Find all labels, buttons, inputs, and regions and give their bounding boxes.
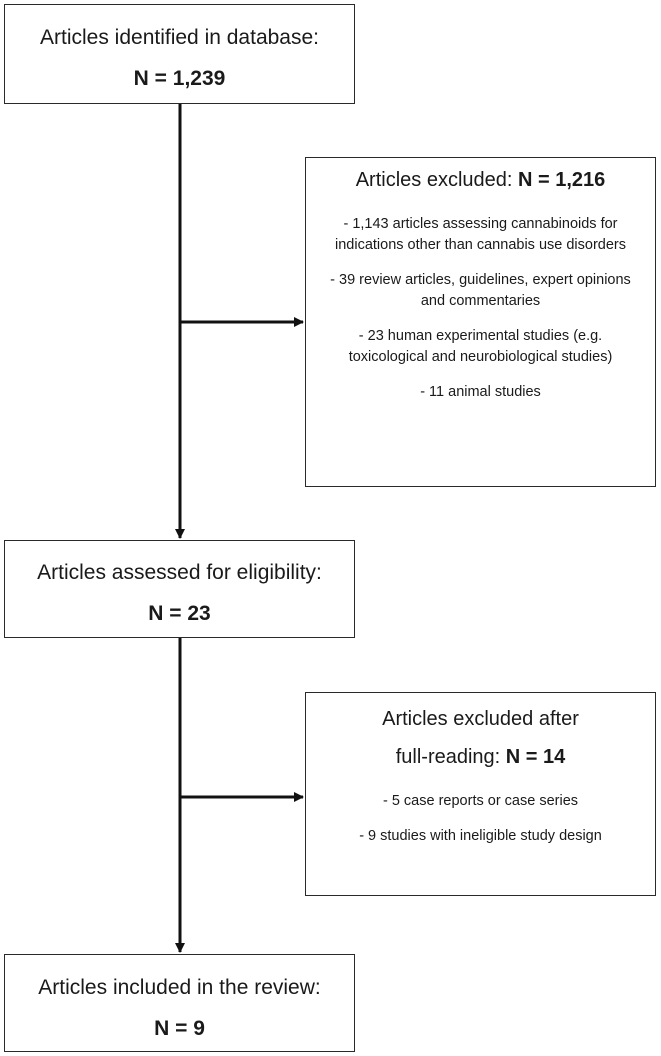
included-title: Articles included in the review: bbox=[38, 976, 321, 999]
excluded-fulltext-label: full-reading: bbox=[395, 746, 506, 768]
excluded-screening-item: - 1,143 articles assessing cannabinoids … bbox=[335, 216, 626, 253]
excluded-screening-item: - 39 review articles, guidelines, expert… bbox=[330, 272, 631, 309]
excluded-fulltext-count: N = 14 bbox=[505, 746, 566, 768]
included-box: Articles included in the review: N = 9 bbox=[4, 954, 355, 1052]
excluded-screening-item: - 23 human experimental studies (e.g. to… bbox=[348, 328, 613, 365]
excluded-screening-title: Articles excluded: N = 1,216 bbox=[318, 168, 643, 192]
eligibility-count: N = 23 bbox=[148, 602, 211, 625]
excluded-fulltext-item: - 5 case reports or case series bbox=[382, 793, 579, 809]
identified-count: N = 1,239 bbox=[133, 67, 226, 90]
excluded-screening-label: Articles excluded: bbox=[355, 169, 518, 191]
excluded-fulltext-title-line1: Articles excluded after bbox=[382, 708, 579, 730]
excluded-fulltext-box: Articles excluded after full-reading: N … bbox=[305, 692, 656, 896]
identified-title: Articles identified in database: bbox=[40, 26, 319, 49]
excluded-screening-count: N = 1,216 bbox=[518, 169, 606, 191]
excluded-screening-box: Articles excluded: N = 1,216 - 1,143 art… bbox=[305, 157, 656, 487]
eligibility-box: Articles assessed for eligibility: N = 2… bbox=[4, 540, 355, 638]
excluded-screening-item: - 11 animal studies bbox=[420, 384, 541, 400]
excluded-fulltext-item: - 9 studies with ineligible study design bbox=[359, 828, 602, 844]
eligibility-title: Articles assessed for eligibility: bbox=[37, 561, 322, 584]
included-count: N = 9 bbox=[154, 1017, 205, 1040]
identified-box: Articles identified in database: N = 1,2… bbox=[4, 4, 355, 104]
excluded-fulltext-title-line2: full-reading: N = 14 bbox=[318, 745, 643, 769]
